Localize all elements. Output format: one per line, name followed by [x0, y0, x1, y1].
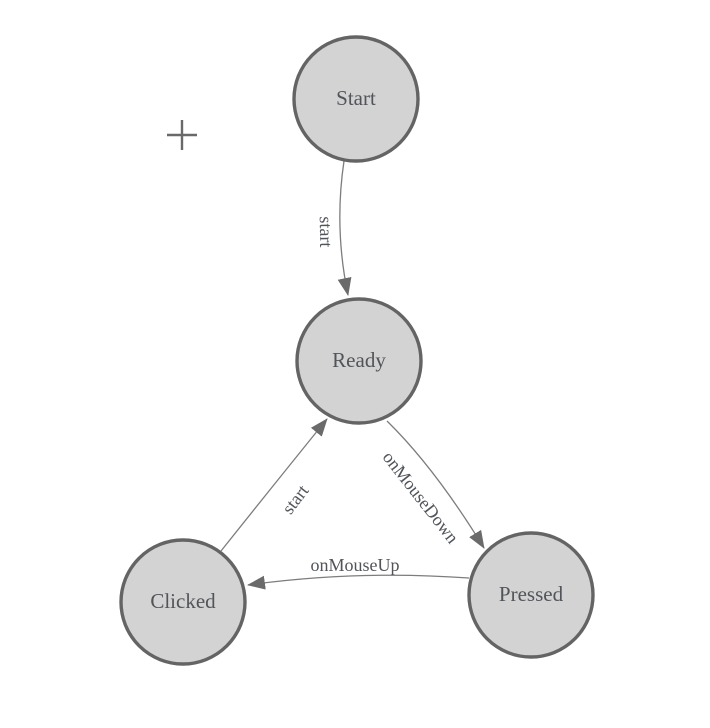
- node-pressed[interactable]: Pressed: [467, 531, 595, 659]
- node-clicked[interactable]: Clicked: [119, 538, 247, 666]
- edge-label-onmouseup: onMouseUp: [311, 555, 400, 575]
- edge-ready-to-pressed: onMouseDown: [379, 420, 485, 549]
- node-start-label: Start: [336, 86, 376, 110]
- node-start[interactable]: Start: [292, 35, 420, 163]
- edge-label-start: start: [316, 216, 337, 247]
- node-clicked-circle[interactable]: [119, 538, 247, 666]
- node-start-circle[interactable]: [292, 35, 420, 163]
- crosshair-plus-icon[interactable]: [167, 120, 197, 150]
- node-ready-circle[interactable]: [295, 297, 423, 425]
- node-ready[interactable]: Ready: [295, 297, 423, 425]
- edge-clicked-to-ready: start: [220, 418, 328, 552]
- edge-label-start-2: start: [278, 481, 313, 518]
- edge-path-ready-to-pressed[interactable]: [386, 420, 485, 549]
- edge-path-start-to-ready[interactable]: [337, 160, 352, 296]
- edge-start-to-ready: start: [316, 160, 352, 296]
- node-clicked-label: Clicked: [150, 589, 216, 613]
- node-pressed-circle[interactable]: [467, 531, 595, 659]
- node-pressed-label: Pressed: [499, 582, 564, 606]
- node-ready-label: Ready: [332, 348, 386, 372]
- edge-path-pressed-to-clicked[interactable]: [247, 574, 470, 590]
- edge-pressed-to-clicked: onMouseUp: [247, 555, 470, 590]
- edge-path-clicked-to-ready[interactable]: [220, 418, 328, 552]
